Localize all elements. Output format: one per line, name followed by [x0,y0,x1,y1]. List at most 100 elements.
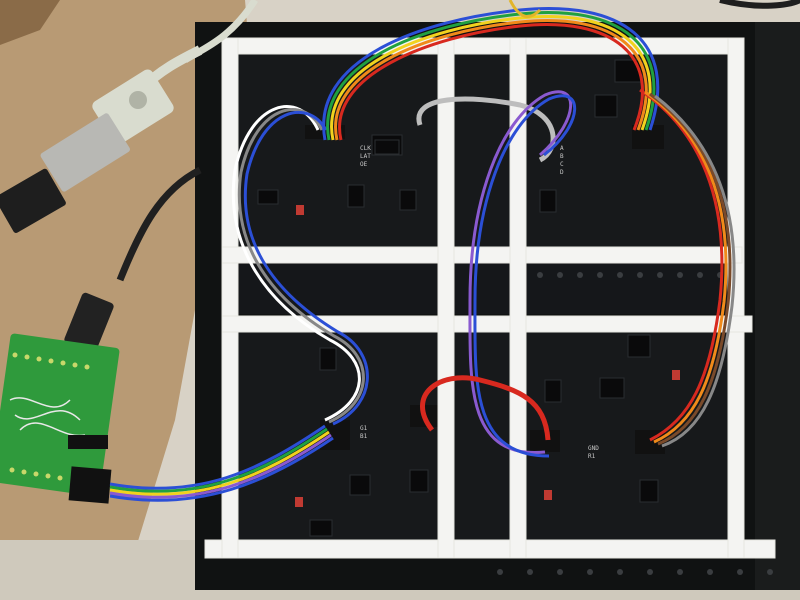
frame-mid-vertical-2 [509,37,527,559]
ribbon-wire [654,94,736,448]
purple-ribbon-loop [468,90,577,458]
ribbon-wire [109,436,334,502]
cardboard-shadow [0,0,60,45]
white-frame [204,37,776,559]
edge-pad [587,569,593,575]
frame-bottom [204,539,776,559]
yellow-cable [508,0,542,19]
edge-connectors [497,272,773,575]
silkscreen-text: C [560,161,564,168]
edge-pad [657,272,663,278]
ic-chip [639,479,659,503]
ribbon-wire [109,424,326,490]
edge-pad [497,569,503,575]
ic-chips [257,59,659,537]
ic-chip [594,94,618,118]
board-pad [72,362,78,368]
frame-mid-vertical-1 [437,37,455,559]
board-pad [84,364,90,370]
pcb-bottom-middle [450,330,512,540]
reset-button [295,497,303,507]
edge-pad [697,272,703,278]
edge-pad [767,569,773,575]
usb-metal-plug [40,113,130,192]
reset-buttons [295,205,680,507]
pcb-middle-strip [235,262,730,314]
frame-mid-horizontal-2 [221,315,753,333]
edge-pad [597,272,603,278]
ribbon-wire [334,19,648,141]
board-pad [57,475,63,481]
black-cable [116,166,202,282]
right-ribbon-loop [639,88,736,448]
dark-cable [719,0,800,9]
usb-adapter-black [0,168,66,233]
silkscreen-text: B1 [360,433,368,440]
reset-button [296,205,304,215]
ribbon-wire [644,90,728,444]
ribbon-wire [330,15,652,141]
silkscreen-labels: CLK LAT OE GND R1 G1 B1 A B C D [360,145,599,460]
controller-board [0,333,120,504]
silkscreen-text: G1 [360,425,368,432]
ic-chip [309,519,333,537]
board-pad [45,473,51,479]
ribbon-wire [338,23,645,141]
ic-chip [374,139,400,155]
edge-pad [557,272,563,278]
ribbon-wire [231,105,361,422]
edge-pad [617,272,623,278]
silkscreen-text: LAT [360,153,371,160]
ic-chip [399,189,417,211]
usb-logo-icon [129,91,147,109]
ribbon-wire [109,433,332,499]
board-pad [12,352,18,358]
board-pads [9,352,90,481]
ic-chip [544,379,562,403]
ic-chip [257,189,279,205]
edge-pad [677,272,683,278]
ribbon-wire [243,111,369,426]
ribbon-wire [322,7,660,141]
led-panel-back-right [755,22,800,590]
edge-pad [527,569,533,575]
edge-pad [677,569,683,575]
frame-top [221,37,743,55]
ic-chip [347,184,365,208]
silkscreen-text: R1 [588,453,596,460]
ribbon-wire [109,430,330,496]
frame-right [727,37,745,559]
ribbon-wire [639,88,724,442]
frame-mid-horizontal-1 [221,246,743,264]
edge-pad [707,569,713,575]
silkscreen-text: CLK [360,145,371,152]
board-pin-header [68,435,108,449]
edge-pad [637,272,643,278]
ribbon-wire [237,108,365,424]
ic-chip [599,377,625,399]
board-pad [60,360,66,366]
edge-pad [737,569,743,575]
silkscreen-text: GND [588,445,599,452]
gray-ribbon-loop [231,105,369,426]
green-board [0,333,120,497]
ribbon-cable-input [109,424,334,502]
pin-header [530,430,560,452]
board-pad [9,467,15,473]
ic-chip [319,347,337,371]
ic-chip [349,474,371,496]
edge-pad [557,569,563,575]
ribbon-wire [649,92,732,446]
edge-pad [617,569,623,575]
silkscreen-text: A [560,145,564,152]
ic-chip [627,334,651,358]
ribbon-wire [109,427,328,493]
reset-button [672,370,680,380]
board-pad [48,358,54,364]
silkscreen-text: B [560,153,564,160]
silkscreen-text: D [560,169,564,176]
reset-button [544,490,552,500]
board-pad [21,469,27,475]
edge-pad [537,272,543,278]
